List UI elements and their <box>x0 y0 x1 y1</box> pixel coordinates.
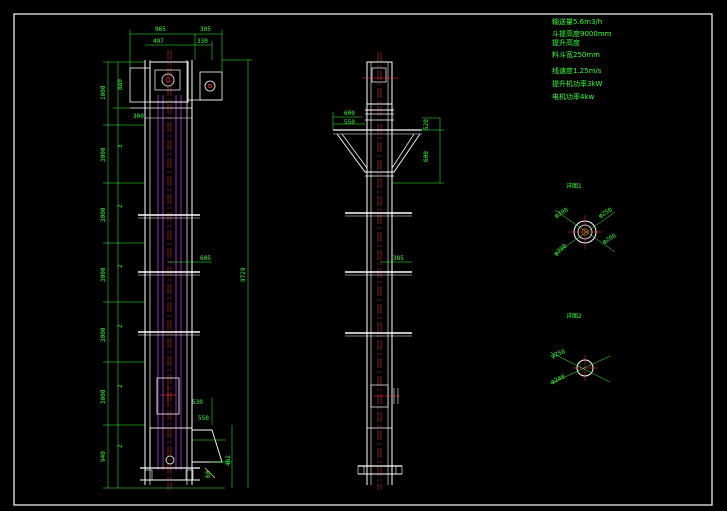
detail-1-dim-b: φ250 <box>598 206 614 219</box>
dim-top-965: 965 <box>155 26 166 33</box>
dim-left-3000-e: 3000 <box>100 389 107 404</box>
front-view-dimension-lines <box>103 30 252 489</box>
dim-boot-550: 550 <box>198 415 209 422</box>
dim-side-2-c: 2 <box>117 324 124 328</box>
dim-side-2-e: 2 <box>117 444 124 448</box>
dim-side-2-b: 2 <box>117 264 124 268</box>
detail-2: 详图2 φ250 φ240 <box>550 312 611 386</box>
dim-boot-60: 60 <box>205 470 212 478</box>
detail-1-dim-a: φ300 <box>554 206 570 219</box>
note-2: 斗提高度9000mm <box>552 29 612 38</box>
side-view-dimension-text: 600 550 520 600 385 <box>344 110 430 262</box>
dim-side-2-d: 2 <box>117 384 124 388</box>
side-view <box>333 52 422 490</box>
dim-left-1000: 1000 <box>100 85 107 100</box>
dim-boot-462: 462 <box>225 455 232 466</box>
detail-1-dim-d: φ200 <box>602 232 618 245</box>
dim-top-330: 330 <box>197 38 208 45</box>
dim-left-3000-b: 3000 <box>100 207 107 222</box>
dim-left-3000-c: 3000 <box>100 267 107 282</box>
dim-width-605: 605 <box>200 255 211 262</box>
side-view-dimension-lines <box>332 112 444 263</box>
dim-side-600-b: 600 <box>423 151 430 162</box>
dim-side-520: 520 <box>423 119 430 130</box>
dim-left-880: 880 <box>117 79 124 90</box>
dim-side-385: 385 <box>393 255 404 262</box>
note-6: 提升机功率3kW <box>552 79 603 88</box>
dim-head-300: 300 <box>133 113 144 120</box>
dim-top-305: 305 <box>200 26 211 33</box>
dim-left-940: 940 <box>100 451 107 462</box>
dim-side-600: 600 <box>344 110 355 117</box>
dim-left-3000-d: 3000 <box>100 327 107 342</box>
detail-1-label: 详图1 <box>566 182 582 190</box>
dim-side-3-a: 3 <box>117 144 124 148</box>
dim-side-550: 550 <box>344 119 355 126</box>
front-view-dimension-text: 965 305 497 330 1000 880 3000 3000 3000 … <box>100 26 247 478</box>
dim-boot-530: 530 <box>192 399 203 406</box>
detail-1: 详图1 φ300 φ250 φ290 φ200 <box>553 182 618 258</box>
dim-overall-9729: 9729 <box>240 267 247 282</box>
dim-left-3000-a: 3000 <box>100 147 107 162</box>
note-1: 输送量5.6m3/h <box>552 17 602 26</box>
front-view <box>129 50 226 490</box>
detail-2-label: 详图2 <box>566 312 582 320</box>
note-4: 料斗宽250mm <box>552 50 600 59</box>
dim-top-497: 497 <box>153 38 164 45</box>
technical-notes: 输送量5.6m3/h 斗提高度9000mm 提升高度 料斗宽250mm 线速度1… <box>552 17 612 101</box>
note-5: 线速度1.25m/s <box>552 66 602 75</box>
detail-2-dim-b: φ240 <box>550 373 566 386</box>
drawing-border <box>13 13 713 506</box>
note-7: 电机功率4kw <box>552 92 595 101</box>
note-3: 提升高度 <box>552 38 580 47</box>
detail-2-dim-a: φ250 <box>550 348 566 360</box>
detail-1-dim-c: φ290 <box>553 243 569 258</box>
dim-side-2-a: 2 <box>117 204 124 208</box>
